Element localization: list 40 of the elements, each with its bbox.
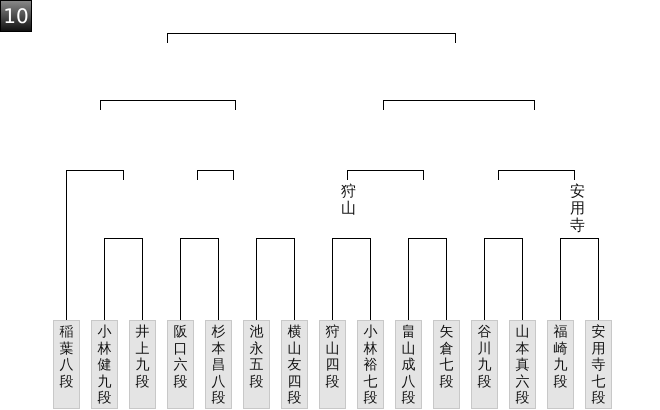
- bracket-line: [332, 238, 371, 320]
- player-name: 畠山成八段: [402, 324, 416, 406]
- bracket-line: [408, 238, 447, 320]
- player-box: [546, 320, 574, 409]
- bracket-line: [180, 238, 219, 320]
- player-box: [356, 320, 384, 409]
- player-name: 横山友四段: [288, 324, 302, 406]
- winner-name: 安用寺: [570, 183, 585, 234]
- player-box: [166, 320, 194, 409]
- winner-name: 狩山: [341, 183, 356, 217]
- player-name: 谷川九段: [478, 324, 492, 390]
- player-box: [432, 320, 460, 409]
- player-name: 稲葉八段: [60, 324, 74, 390]
- player-box: [204, 320, 232, 409]
- player-box: [90, 320, 118, 409]
- player-name: 阪口六段: [174, 324, 188, 390]
- bracket-line: [104, 238, 143, 320]
- player-name: 狩山四段: [326, 324, 340, 390]
- player-name: 矢倉七段: [440, 324, 454, 390]
- player-name: 小林裕七段: [364, 324, 378, 406]
- player-box: [318, 320, 346, 409]
- player-box: [242, 320, 270, 409]
- player-box: [584, 320, 612, 409]
- player-box: [128, 320, 156, 409]
- player-name: 井上九段: [136, 324, 150, 390]
- player-box: [280, 320, 308, 409]
- player-box: [470, 320, 498, 409]
- bracket-line: [560, 238, 599, 320]
- player-name: 山本真六段: [516, 324, 530, 406]
- player-box: [52, 320, 80, 409]
- bracket-line: [484, 238, 523, 320]
- bracket-line: [256, 238, 295, 320]
- player-name: 福崎九段: [554, 324, 568, 390]
- player-box: [394, 320, 422, 409]
- player-name: 小林健九段: [98, 324, 112, 406]
- player-name: 池永五段: [250, 324, 264, 390]
- player-box: [508, 320, 536, 409]
- round-number-badge: 10: [0, 0, 32, 32]
- player-name: 安用寺七段: [592, 324, 606, 406]
- player-name: 杉本昌八段: [212, 324, 226, 406]
